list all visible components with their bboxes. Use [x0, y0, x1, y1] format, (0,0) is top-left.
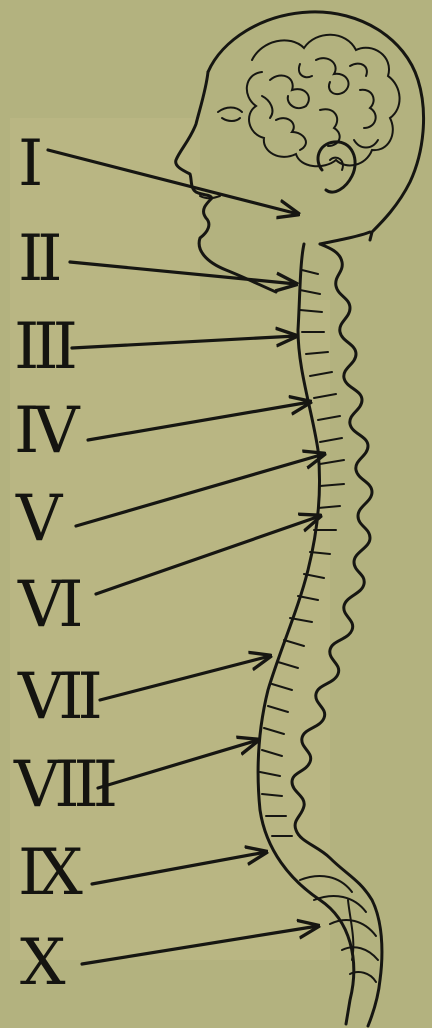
- label-III: III: [14, 310, 75, 384]
- background-panel: [10, 118, 330, 960]
- label-VIII: VIII: [13, 748, 115, 822]
- label-VI: VI: [17, 568, 80, 642]
- label-IV: IV: [14, 394, 81, 468]
- label-I: I: [18, 127, 40, 201]
- head-outline: [176, 12, 424, 292]
- label-VII: VII: [17, 660, 100, 734]
- label-II: II: [18, 222, 59, 296]
- label-IX: IX: [18, 836, 83, 910]
- label-X: X: [20, 926, 66, 1000]
